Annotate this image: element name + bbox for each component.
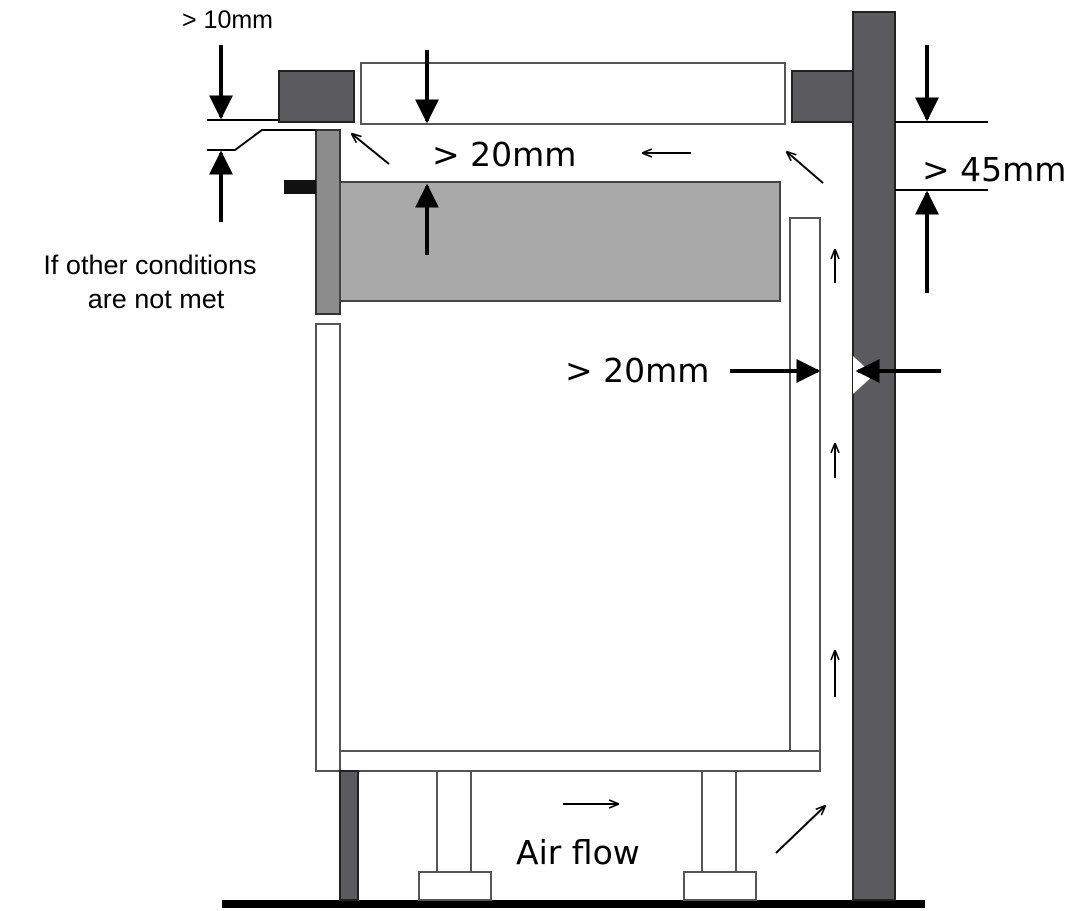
hob-glass (360, 62, 786, 125)
airflow-arrow-diag-top-left (352, 134, 390, 165)
cabinet-front-panel (315, 129, 341, 315)
cabinet-leg-left (436, 770, 472, 873)
label-note-line1: If other conditions (43, 250, 256, 280)
dim-10mm-ref-bottom (207, 129, 316, 151)
plinth-post (339, 770, 359, 901)
cabinet-foot-left (418, 871, 492, 901)
floor-line (222, 900, 925, 908)
label-gap-20mm-top: > 20mm (432, 135, 576, 174)
cabinet-left-side (315, 323, 341, 772)
cabinet-back-panel (789, 217, 821, 752)
worktop-left (278, 70, 355, 123)
label-airflow: Air flow (516, 833, 640, 872)
cabinet-leg-right (701, 770, 737, 873)
airflow-arrow-diag-top-right (787, 152, 824, 184)
label-note-line2: are not met (88, 284, 225, 314)
airflow-arrow-diag-bottom-right (775, 806, 825, 854)
worktop-right (791, 70, 854, 123)
label-gap-20mm-side: > 20mm (565, 351, 709, 390)
cabinet-foot-right (683, 871, 757, 901)
wall-right (852, 11, 896, 901)
label-gap-10mm: > 10mm (182, 6, 273, 34)
hob-body (339, 181, 781, 302)
cabinet-bottom (339, 750, 821, 772)
label-gap-45mm: > 45mm (922, 150, 1066, 189)
oven-knob (284, 180, 316, 194)
